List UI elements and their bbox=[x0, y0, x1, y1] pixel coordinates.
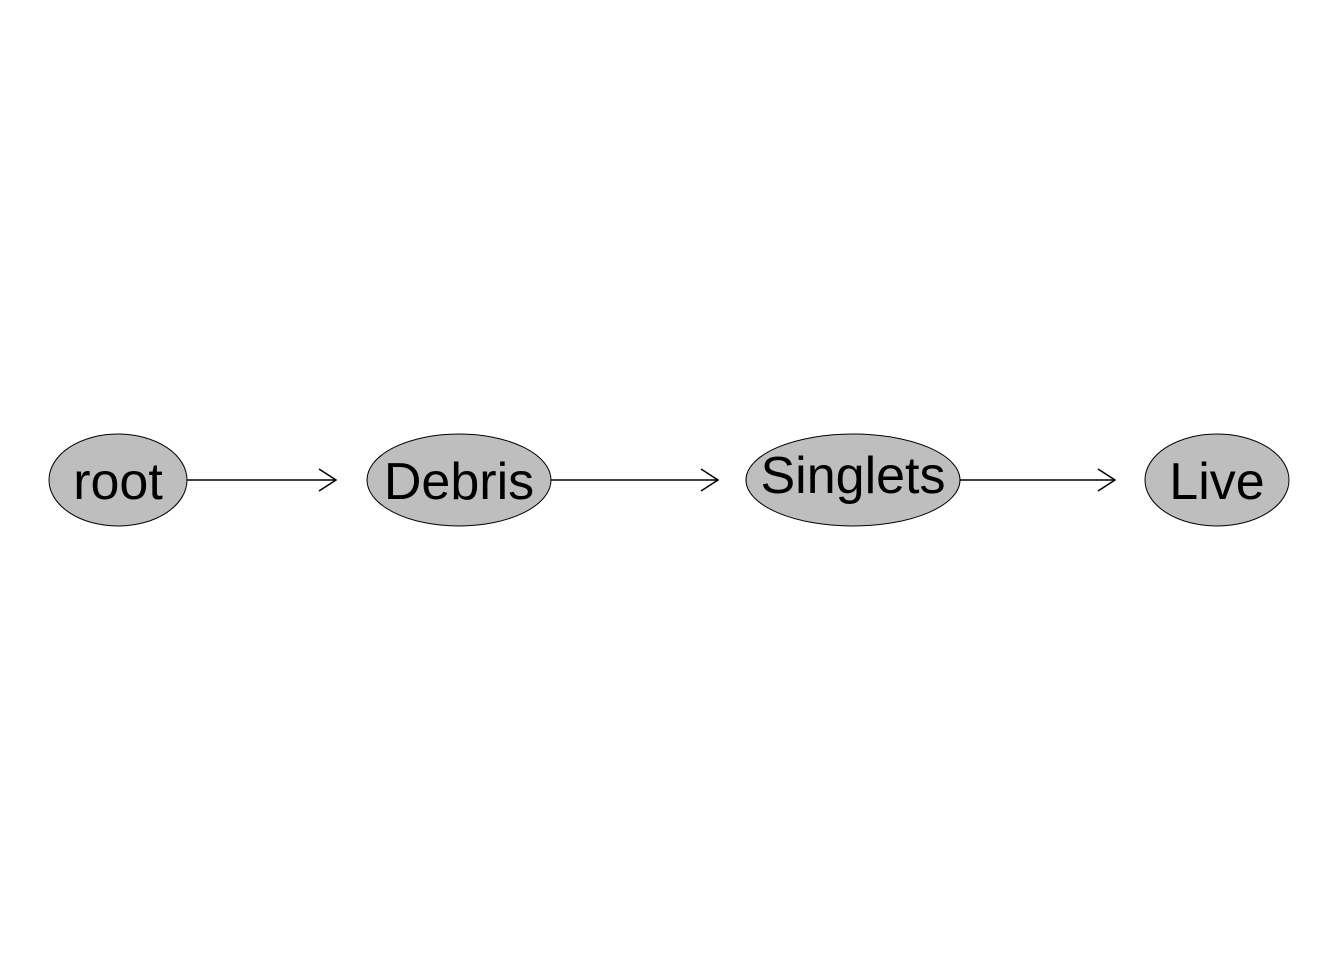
node-ellipse bbox=[366, 433, 552, 527]
node-label-root: root bbox=[73, 453, 163, 511]
arrowhead-icon bbox=[700, 468, 720, 492]
edge-singlets-to-live bbox=[960, 468, 1117, 492]
node-ellipse bbox=[745, 433, 961, 527]
edge-debris-to-singlets bbox=[551, 468, 720, 492]
node-label-singlets: Singlets bbox=[761, 447, 946, 505]
node-ellipse bbox=[48, 433, 188, 527]
arrowhead-icon bbox=[318, 468, 338, 492]
node-label-live: Live bbox=[1169, 453, 1264, 511]
node-live: Live bbox=[1144, 433, 1290, 527]
node-root: root bbox=[48, 433, 188, 527]
node-debris: Debris bbox=[366, 433, 552, 527]
node-ellipse bbox=[1144, 433, 1290, 527]
node-singlets: Singlets bbox=[745, 433, 961, 527]
arrowhead-icon bbox=[1097, 468, 1117, 492]
edge-root-to-debris bbox=[187, 468, 338, 492]
node-label-debris: Debris bbox=[384, 453, 534, 511]
